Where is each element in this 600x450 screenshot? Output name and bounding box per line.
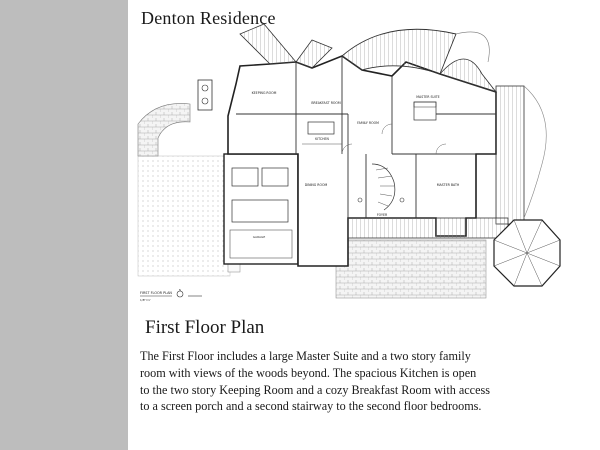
garage-label: GARAGE bbox=[253, 235, 266, 239]
octagonal-gazebo bbox=[493, 219, 561, 287]
room-label-master-suite: MASTER SUITE bbox=[416, 95, 439, 99]
plan-label: FIRST FLOOR PLAN bbox=[140, 291, 172, 295]
curved-porch bbox=[341, 28, 498, 93]
room-label-dining-room: DINING ROOM bbox=[305, 183, 328, 187]
driveway-area bbox=[137, 155, 487, 299]
description-line: The First Floor includes a large Master … bbox=[140, 349, 471, 363]
side-band bbox=[0, 0, 128, 450]
room-label-keeping-room: KEEPING ROOM bbox=[252, 91, 277, 95]
north-arrow-icon bbox=[176, 290, 184, 298]
description-line: room with views of the woods beyond. The… bbox=[140, 365, 477, 380]
floor-plan-drawing: GARAGE bbox=[137, 23, 561, 302]
room-label-breakfast-room: BREAKFAST ROOM bbox=[311, 101, 341, 105]
plan-description: The First Floor includes a large Master … bbox=[140, 348, 590, 415]
room-label-master-bath: MASTER BATH bbox=[437, 183, 460, 187]
curved-walkway bbox=[137, 103, 191, 157]
room-label-kitchen: KITCHEN bbox=[315, 137, 329, 141]
page-title: Denton Residence bbox=[141, 8, 276, 28]
right-deck bbox=[495, 85, 547, 225]
section-subtitle: First Floor Plan bbox=[145, 317, 265, 338]
description-line: to a screen porch and a second stairway … bbox=[140, 399, 482, 414]
front-porch bbox=[347, 217, 509, 239]
north-label: N bbox=[179, 288, 181, 292]
keeping-room-deck bbox=[239, 23, 333, 69]
room-label-foyer: FOYER bbox=[377, 213, 388, 217]
description-line: to the two story Keeping Room and a cozy… bbox=[140, 382, 490, 397]
plan-scale: 1/8"=1' bbox=[140, 298, 151, 302]
garage: GARAGE bbox=[223, 153, 299, 265]
room-label-family-room: FAMILY ROOM bbox=[357, 121, 379, 125]
utility-units bbox=[197, 79, 213, 111]
plan-title-block: FIRST FLOOR PLAN 1/8"=1' N bbox=[140, 288, 202, 302]
